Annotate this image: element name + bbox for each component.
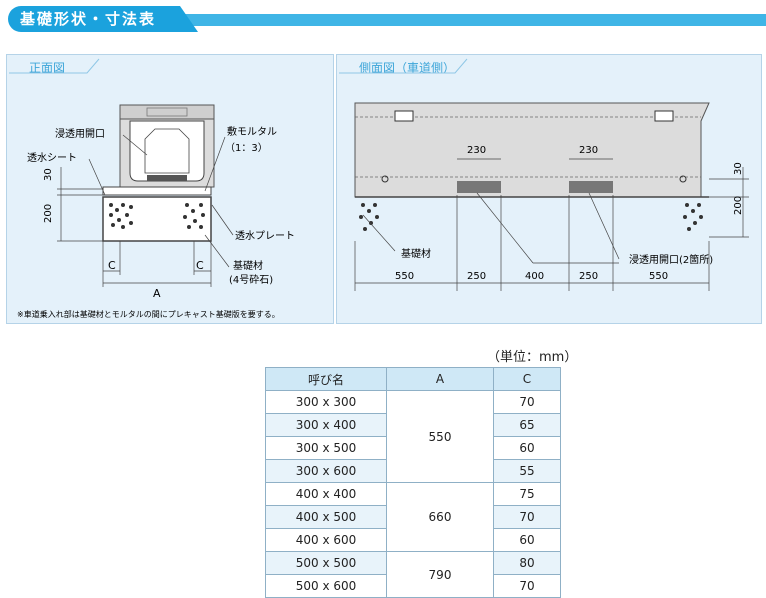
table-unit: （単位：mm） <box>487 350 578 365</box>
cell-c: 65 <box>493 413 561 437</box>
front-dim-200: 200 <box>43 204 54 223</box>
cell-c: 60 <box>493 528 561 552</box>
side-label-base: 基礎材 <box>401 247 431 260</box>
cell-name: 400 x 600 <box>265 528 387 552</box>
cell-name: 300 x 500 <box>265 436 387 460</box>
cell-a: 660 <box>386 482 494 552</box>
label-sheet: 透水シート <box>27 152 77 164</box>
cell-c: 75 <box>493 482 561 506</box>
cell-c: 70 <box>493 505 561 529</box>
side-dim-250-left: 250 <box>467 271 486 282</box>
side-dim-230-left: 230 <box>467 145 486 156</box>
front-note: ※車道乗入れ部は基礎材とモルタルの間にプレキャスト基礎版を要する。 <box>17 309 280 319</box>
table-row: 300 x 400 65 <box>265 413 561 437</box>
front-view-drawing: 30 200 C C A 浸透用開口 敷モルタル （1：3） 透水シート 透水プ… <box>9 58 295 319</box>
table-header-row: 呼び名 A C <box>265 367 561 391</box>
cell-a: 550 <box>386 390 494 483</box>
header-c: C <box>493 367 561 391</box>
front-view-panel: 正面図 30 200 C C A <box>6 54 334 324</box>
label-plate: 透水プレート <box>235 230 295 242</box>
header-bar <box>170 14 766 26</box>
cell-name: 300 x 600 <box>265 459 387 483</box>
table-row: 300 x 500 60 <box>265 436 561 460</box>
side-view-drawing: 230 230 30 200 基礎材 浸透用開口(2箇所) 550 250 40… <box>339 58 749 291</box>
side-dim-550-right: 550 <box>649 271 668 282</box>
cell-c: 55 <box>493 459 561 483</box>
side-dim-250-right: 250 <box>579 271 598 282</box>
header-tab <box>8 6 198 32</box>
front-dim-c-left: C <box>108 259 116 272</box>
cell-c: 70 <box>493 390 561 414</box>
table-row: 400 x 500 70 <box>265 505 561 529</box>
label-base-spec: (4号砕石) <box>229 274 273 286</box>
side-dim-550-left: 550 <box>395 271 414 282</box>
cell-c: 80 <box>493 551 561 575</box>
label-base: 基礎材 <box>233 259 263 272</box>
cell-name: 400 x 500 <box>265 505 387 529</box>
side-dim-30: 30 <box>733 162 744 175</box>
front-dim-c-right: C <box>196 259 204 272</box>
cell-c: 70 <box>493 574 561 598</box>
side-view-panel: 側面図（車道側） 230 230 30 200 <box>336 54 762 324</box>
section-header: 基礎形状・寸法表 <box>0 0 766 40</box>
header-a: A <box>386 367 494 391</box>
table-row: 300 x 600 55 <box>265 459 561 483</box>
section-title: 基礎形状・寸法表 <box>20 10 157 28</box>
label-mortar: 敷モルタル <box>227 125 277 138</box>
front-dim-30: 30 <box>43 168 54 181</box>
cell-name: 300 x 300 <box>265 390 387 414</box>
side-dim-400: 400 <box>525 271 544 282</box>
side-view-title: 側面図（車道側） <box>359 61 456 75</box>
front-view-title: 正面図 <box>29 61 66 75</box>
side-label-opening: 浸透用開口(2箇所) <box>629 253 713 266</box>
cell-c: 60 <box>493 436 561 460</box>
cell-a: 790 <box>386 551 494 598</box>
table-row: 400 x 600 60 <box>265 528 561 552</box>
side-dim-230-right: 230 <box>579 145 598 156</box>
header-name: 呼び名 <box>265 367 387 391</box>
cell-name: 300 x 400 <box>265 413 387 437</box>
cell-name: 500 x 600 <box>265 574 387 598</box>
label-mortar-ratio: （1：3） <box>225 142 268 154</box>
front-dim-a: A <box>153 287 161 300</box>
cell-name: 500 x 500 <box>265 551 387 575</box>
label-opening: 浸透用開口 <box>55 128 105 140</box>
side-dim-200: 200 <box>733 196 744 215</box>
cell-name: 400 x 400 <box>265 482 387 506</box>
